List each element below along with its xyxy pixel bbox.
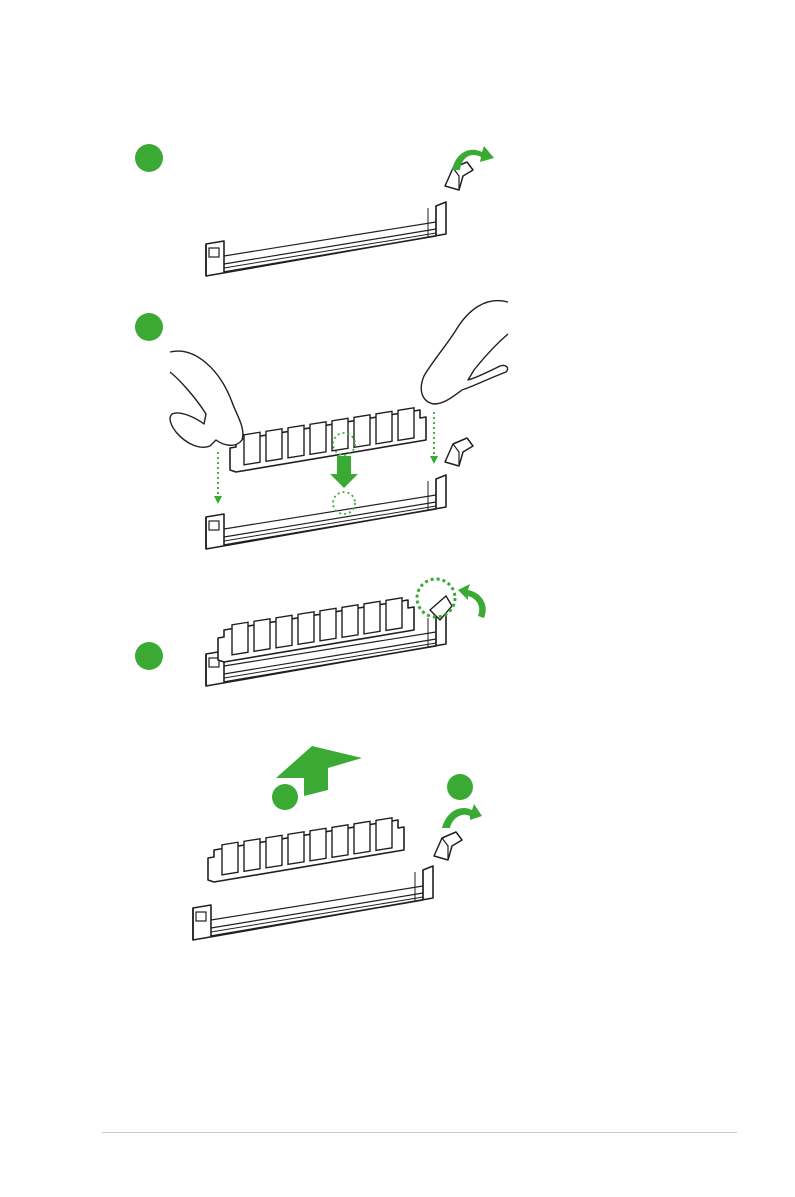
hand-icon (421, 301, 508, 404)
step-3-bullet-icon (135, 642, 163, 670)
removal-step-1-bullet-icon (272, 784, 298, 810)
curved-arrow-icon (458, 584, 486, 618)
curved-arrow-icon (452, 146, 494, 170)
hand-icon (170, 351, 243, 447)
footer-divider (102, 1132, 737, 1133)
removal-step-2-bullet-icon (447, 774, 473, 800)
step-2-illustration (135, 301, 508, 549)
step-1-bullet-icon (135, 144, 163, 172)
step-3-illustration (135, 579, 486, 686)
removal-illustration (193, 746, 482, 940)
notch-highlight-icon (333, 492, 355, 514)
step-1-illustration (135, 144, 494, 276)
step-2-bullet-icon (135, 313, 163, 341)
curved-arrow-icon (442, 804, 482, 828)
down-arrow-icon (330, 456, 358, 488)
